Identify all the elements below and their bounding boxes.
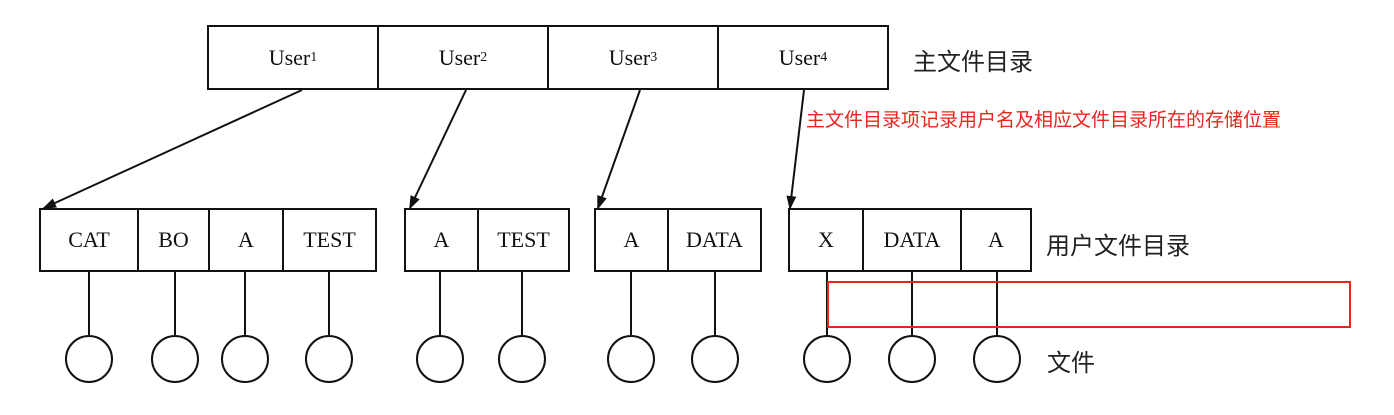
entry-name: User [268,44,311,70]
entry-index: 4 [820,49,828,65]
dir-entry: DATA [667,208,762,272]
dir-entry: TEST [282,208,377,272]
file-node [221,335,269,383]
entry-index: 3 [650,49,658,65]
dir-entry: TEST [477,208,570,272]
dir-entry: CAT [39,208,139,272]
file-node [691,335,739,383]
entry-name: User [778,44,821,70]
entry-index: 1 [310,49,318,65]
user-directory-label: 用户文件目录 [1046,232,1190,260]
arrow-user1-to-dir1 [42,89,303,209]
file-node [151,335,199,383]
file-node [888,335,936,383]
file-node [65,335,113,383]
dir-entry: A [208,208,284,272]
file-node [305,335,353,383]
master-directory-annotation: 主文件目录项记录用户名及相应文件目录所在的存储位置 [806,109,1282,131]
dir-entry: A [404,208,479,272]
entry-index: 2 [480,49,488,65]
dir-entry: DATA [862,208,962,272]
dir-entry: A [594,208,669,272]
dir-entry: X [788,208,864,272]
entry-name: User [438,44,481,70]
dir-entry: A [960,208,1032,272]
arrow-user3-to-dir3 [597,89,641,210]
file-circles [65,335,1021,383]
arrow-user4-to-dir4 [786,89,805,210]
master-directory-label: 主文件目录 [913,48,1033,76]
file-node [416,335,464,383]
arrow-user2-to-dir2 [409,89,467,210]
file-node [498,335,546,383]
files-label: 文件 [1047,349,1095,377]
dir-entry: BO [137,208,210,272]
file-node [607,335,655,383]
highlight-box [827,281,1351,328]
file-node [973,335,1021,383]
file-node [803,335,851,383]
entry-name: User [608,44,651,70]
